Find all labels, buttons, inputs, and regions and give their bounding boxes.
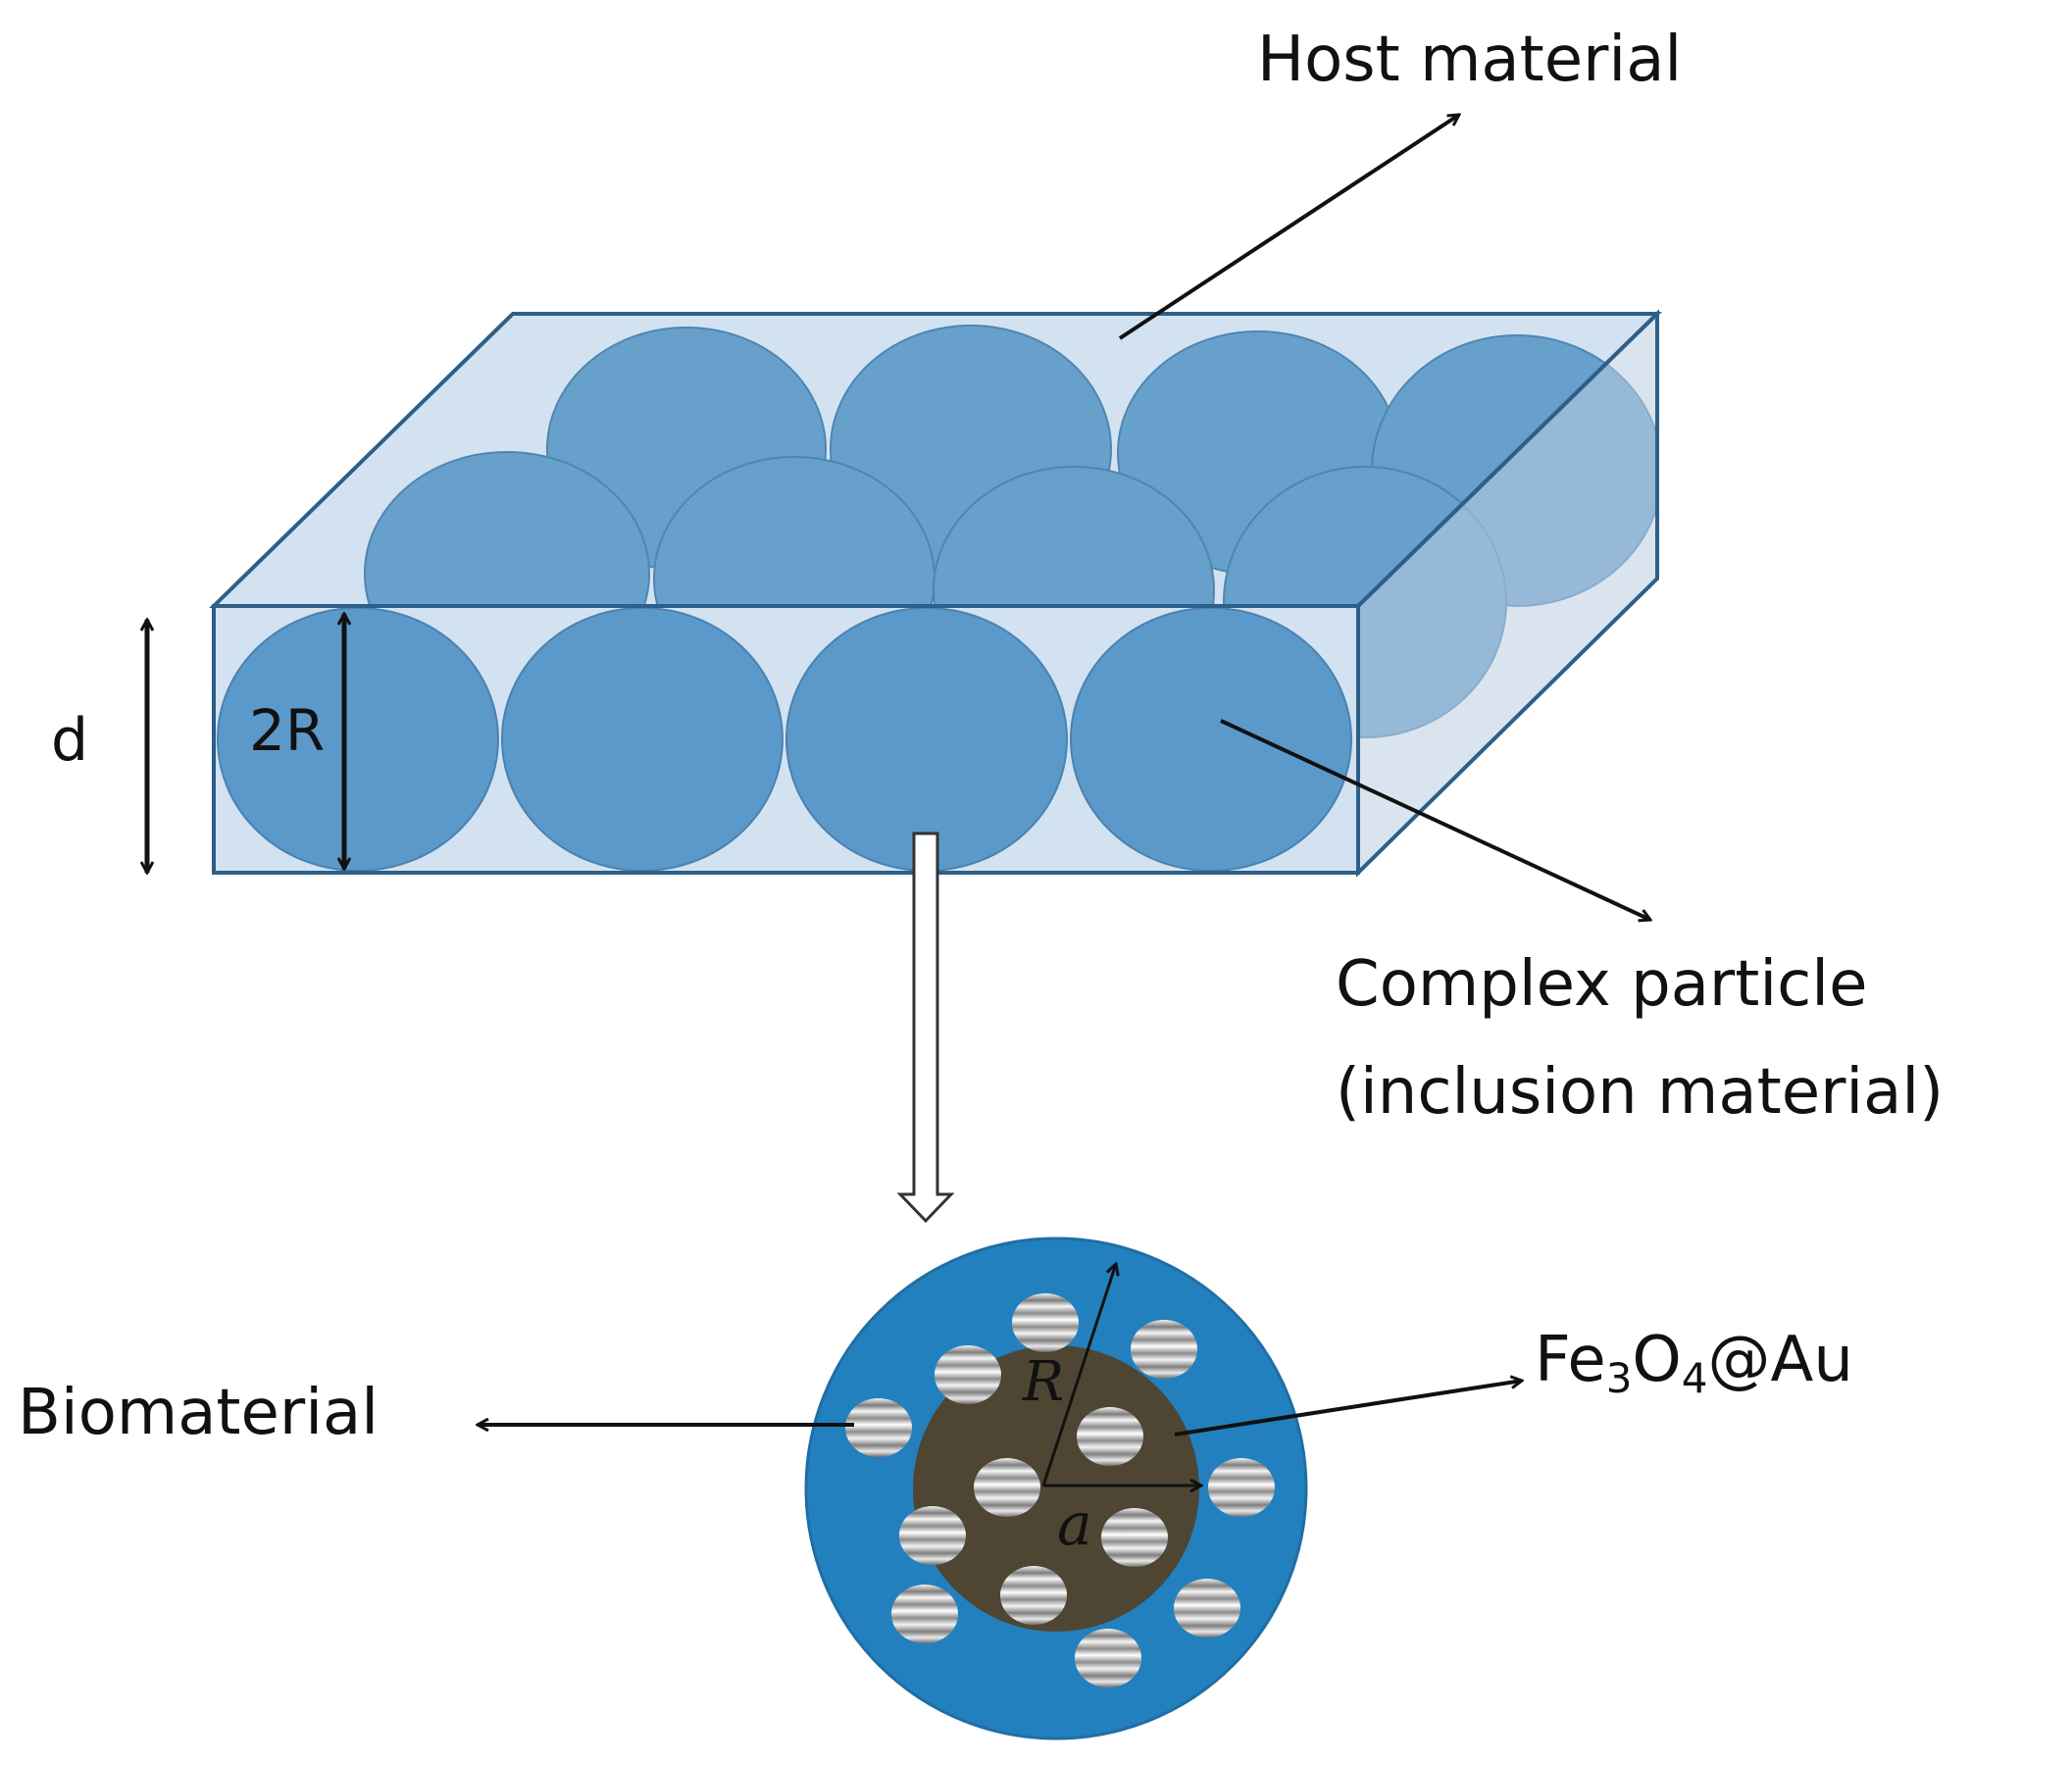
fe3o4au-label-fe: Fe [1535, 1324, 1606, 1396]
sphere-front-3 [785, 607, 1068, 872]
fe3o4au-label-au: @Au [1708, 1324, 1853, 1396]
fe3o4au-label: Fe3O4@Au [1535, 1324, 1853, 1402]
nanoparticle [935, 1345, 1001, 1404]
radius-r-arrow [1041, 1264, 1116, 1487]
radius-r-label: R [1022, 1350, 1064, 1414]
nanoparticle [899, 1506, 966, 1565]
nanoparticle [1012, 1293, 1079, 1352]
radius-a-label: a [1057, 1490, 1092, 1559]
nanoparticle [974, 1458, 1040, 1517]
slab-side-face [1358, 314, 1657, 873]
nanoparticle [1131, 1320, 1197, 1379]
zoom-down-arrow [896, 832, 955, 1224]
nanoparticle [1077, 1407, 1143, 1466]
fe3o4au-leader-arrow [1174, 1381, 1522, 1437]
nanoparticle [1075, 1629, 1141, 1688]
fe3o4au-label-o: O [1632, 1324, 1681, 1396]
sphere-front-2 [501, 607, 783, 872]
fe3o4au-label-sub4: 4 [1682, 1354, 1708, 1402]
complex-particle-label-line1: Complex particle [1336, 948, 1867, 1021]
host-material-label: Host material [1257, 24, 1682, 96]
nanoparticle [1174, 1579, 1240, 1638]
complex-particle-leader-arrow [1220, 719, 1650, 920]
2r-label: 2R [249, 697, 325, 764]
nanoparticle [1208, 1458, 1275, 1517]
sphere-front-4 [1070, 607, 1352, 872]
nanoparticle [891, 1585, 958, 1643]
d-label: d [51, 706, 88, 775]
host-material-leader-arrow [1118, 115, 1459, 340]
biomaterial-label: Biomaterial [18, 1377, 379, 1449]
complex-particle-label-line2: (inclusion material) [1336, 1056, 1944, 1129]
slab-front-row-spheres [217, 607, 1352, 872]
fe3o4au-label-sub3: 3 [1606, 1354, 1633, 1402]
nanoparticle [1101, 1508, 1168, 1567]
nanoparticle [1000, 1566, 1067, 1625]
particle-cross-section: R a [804, 1236, 1308, 1740]
nanoparticle [845, 1398, 912, 1457]
